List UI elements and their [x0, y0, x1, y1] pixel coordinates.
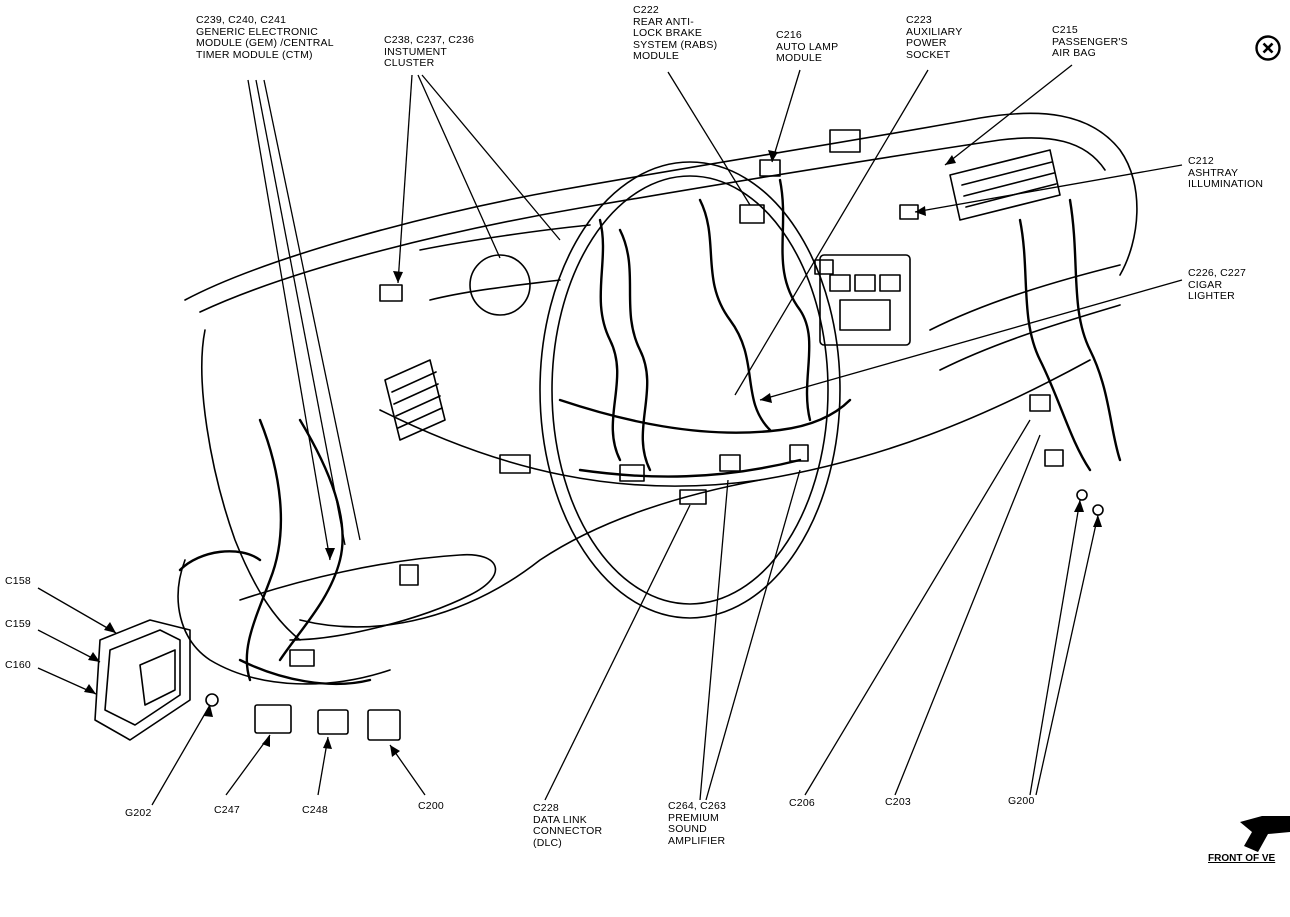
- label-g202: G202: [125, 807, 152, 819]
- label-c215-passenger-air-bag: C215 PASSENGER'S AIR BAG: [1052, 24, 1128, 59]
- label-c226-cigar-lighter: C226, C227 CIGAR LIGHTER: [1188, 267, 1247, 302]
- label-c203: C203: [885, 796, 911, 808]
- label-c223-auxiliary-power-socket: C223 AUXILIARY POWER SOCKET: [906, 14, 963, 61]
- label-c238-instrument-cluster: C238, C237, C236 INSTUMENT CLUSTER: [384, 34, 475, 69]
- label-g200: G200: [1008, 795, 1035, 807]
- label-c264-premium-sound-amplifier: C264, C263 PREMIUM SOUND AMPLIFIER: [668, 800, 727, 847]
- label-c247: C247: [214, 804, 240, 816]
- label-c222-rabs-module: C222 REAR ANTI- LOCK BRAKE SYSTEM (RABS)…: [633, 4, 718, 62]
- front-of-vehicle-label: FRONT OF VE: [1208, 853, 1276, 864]
- label-c206: C206: [789, 797, 815, 809]
- label-c200: C200: [418, 800, 444, 812]
- close-circle-icon[interactable]: [1254, 34, 1282, 62]
- label-c228-data-link-connector: C228 DATA LINK CONNECTOR (DLC): [533, 802, 603, 849]
- label-c248: C248: [302, 804, 328, 816]
- front-arrow-icon: [1240, 816, 1290, 852]
- label-c212-ashtray-illumination: C212 ASHTRAY ILLUMINATION: [1188, 155, 1264, 190]
- label-c160: C160: [5, 659, 31, 671]
- label-c159: C159: [5, 618, 31, 630]
- label-c158: C158: [5, 575, 31, 587]
- label-c216-auto-lamp-module: C216 AUTO LAMP MODULE: [776, 29, 839, 64]
- label-c239-gem-ctm: C239, C240, C241 GENERIC ELECTRONIC MODU…: [196, 14, 334, 61]
